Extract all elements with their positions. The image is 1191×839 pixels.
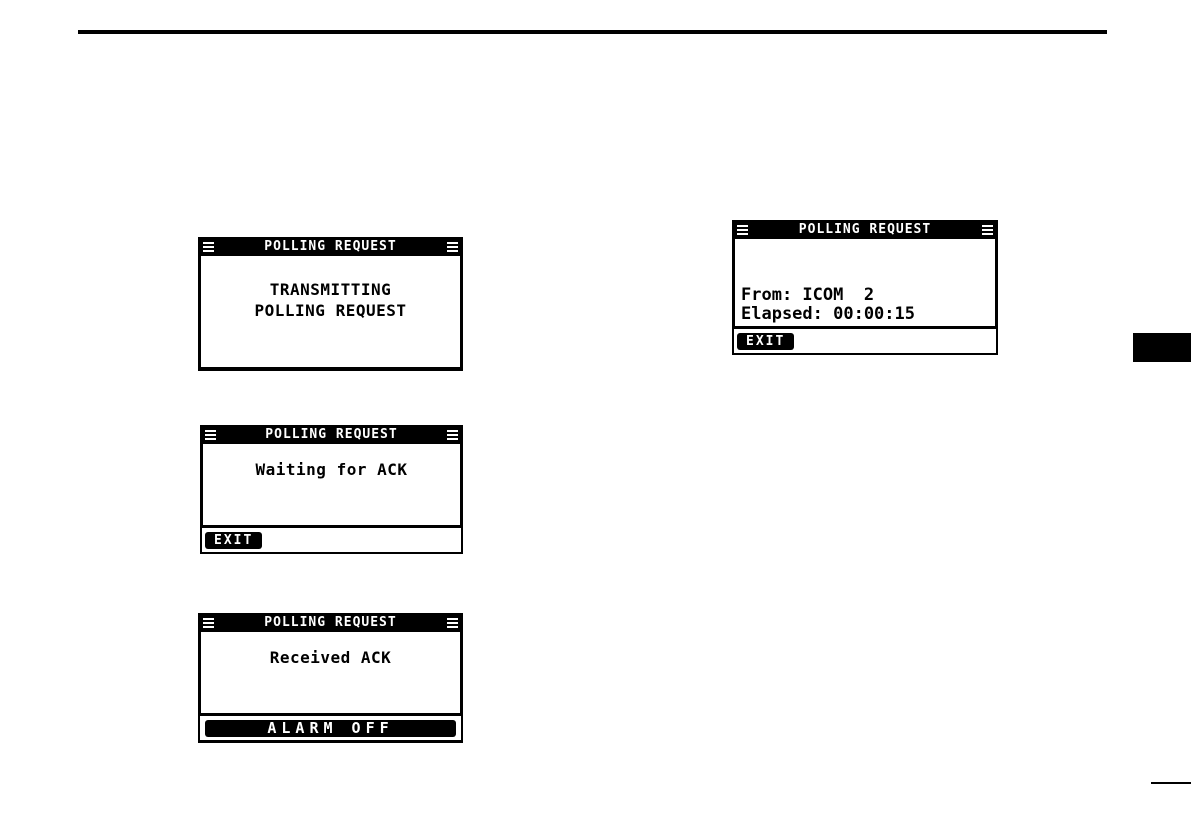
menu-icon-right[interactable] — [447, 617, 458, 628]
screen-title: POLLING REQUEST — [798, 222, 932, 237]
softkey-bar: EXIT — [732, 329, 998, 355]
lcd-header: POLLING REQUEST — [198, 237, 463, 256]
status-message: Waiting for ACK — [255, 460, 408, 479]
menu-icon-left[interactable] — [737, 224, 748, 235]
from-value: From: ICOM 2 — [741, 285, 875, 305]
exit-button[interactable]: EXIT — [205, 531, 263, 549]
status-message-line1: TRANSMITTING — [269, 280, 392, 299]
lcd-screen-received: POLLING REQUEST Received ACK ALARM OFF — [198, 613, 463, 743]
menu-icon-left[interactable] — [203, 617, 214, 628]
softkey-bar: ALARM OFF — [198, 716, 463, 743]
lcd-screen-waiting: POLLING REQUEST Waiting for ACK EXIT — [200, 425, 463, 554]
lcd-screen-transmitting: POLLING REQUEST TRANSMITTING POLLING REQ… — [198, 237, 463, 371]
status-message: Received ACK — [269, 648, 392, 667]
alarm-off-button[interactable]: ALARM OFF — [205, 719, 456, 737]
page-top-rule — [78, 30, 1107, 34]
menu-icon-right[interactable] — [447, 429, 458, 440]
lcd-body: Received ACK — [198, 632, 463, 716]
lcd-header: POLLING REQUEST — [200, 425, 463, 444]
lcd-body: Waiting for ACK — [200, 444, 463, 528]
menu-icon-right[interactable] — [447, 241, 458, 252]
screen-title: POLLING REQUEST — [265, 427, 398, 442]
lcd-header: POLLING REQUEST — [732, 220, 998, 239]
menu-icon-right[interactable] — [982, 224, 993, 235]
chapter-side-tab — [1133, 333, 1191, 362]
elapsed-value: Elapsed: 00:00:15 — [741, 304, 915, 324]
lcd-body: From: ICOM 2 Elapsed: 00:00:15 — [732, 239, 998, 329]
screen-title: POLLING REQUEST — [264, 615, 397, 630]
page-bottom-rule — [1151, 782, 1191, 784]
lcd-body: TRANSMITTING POLLING REQUEST — [198, 256, 463, 371]
lcd-header: POLLING REQUEST — [198, 613, 463, 632]
lcd-screen-result: POLLING REQUEST From: ICOM 2 Elapsed: 00… — [732, 220, 998, 355]
exit-button[interactable]: EXIT — [737, 332, 795, 350]
screen-title: POLLING REQUEST — [264, 239, 397, 254]
menu-icon-left[interactable] — [205, 429, 216, 440]
softkey-bar: EXIT — [200, 528, 463, 554]
status-message-line2: POLLING REQUEST — [254, 301, 407, 320]
menu-icon-left[interactable] — [203, 241, 214, 252]
